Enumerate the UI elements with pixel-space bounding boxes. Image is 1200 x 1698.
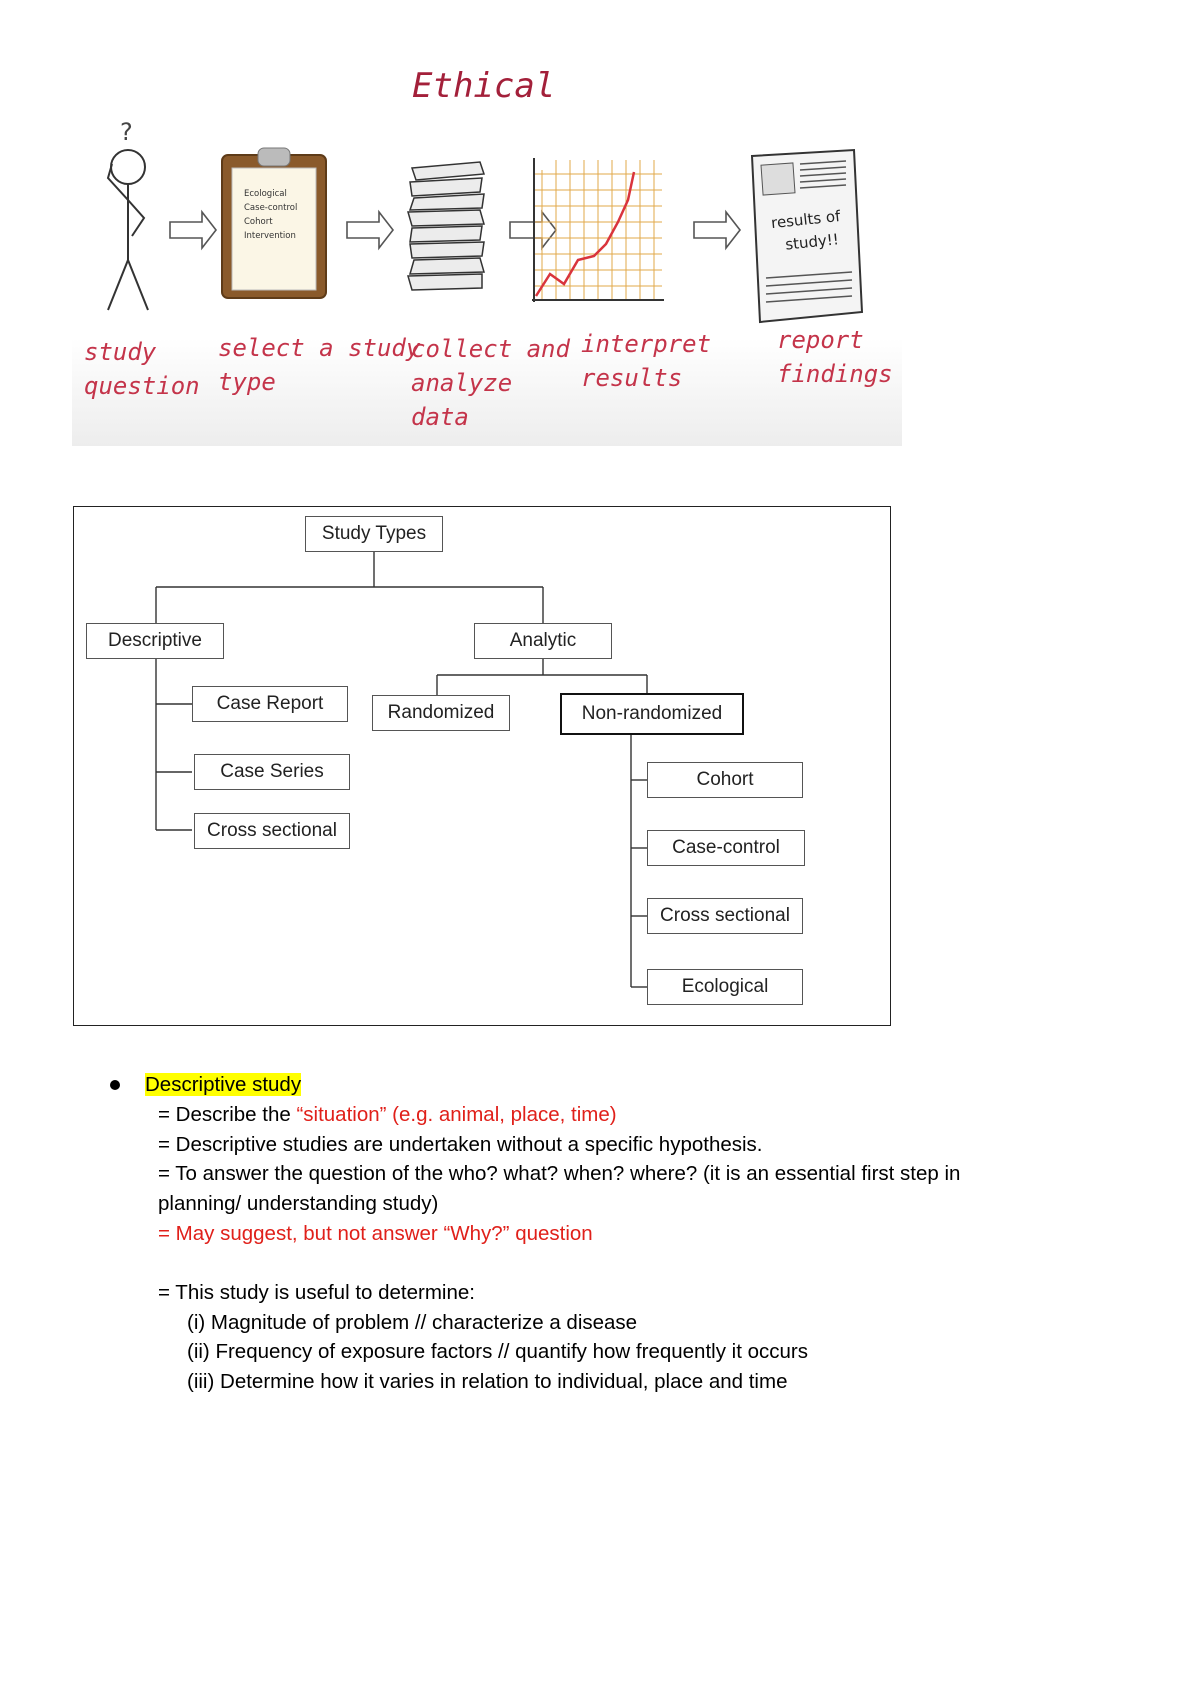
workflow-drawings: ? Ecological Case-control Cohort Interve…	[106, 118, 864, 324]
node-case-report: Case Report	[192, 686, 348, 722]
notes-heading: Descriptive study	[145, 1071, 302, 1099]
node-case-control: Case-control	[647, 830, 805, 866]
node-ecological: Ecological	[647, 969, 803, 1005]
arrow-icon	[346, 209, 395, 251]
step-label-line: question	[84, 372, 200, 400]
newspaper-icon: results of study!!	[750, 148, 864, 324]
notes-line-why: = May suggest, but not answer “Why?” que…	[158, 1222, 593, 1245]
step-interpret-results: interpret results	[581, 327, 711, 395]
node-descriptive: Descriptive	[86, 623, 224, 659]
question-mark: ?	[120, 118, 133, 146]
highlighted-heading: Descriptive study	[145, 1073, 302, 1096]
arrow-icon	[693, 209, 742, 251]
node-non-randomized: Non-randomized	[560, 693, 744, 735]
node-case-series: Case Series	[194, 754, 350, 790]
node-cross-sectional-analytic: Cross sectional	[647, 898, 803, 934]
node-cohort: Cohort	[647, 762, 803, 798]
step-label-line: select a study	[218, 334, 421, 362]
node-randomized: Randomized	[372, 695, 510, 731]
notes-line-hypothesis: = Descriptive studies are undertaken wit…	[158, 1133, 763, 1156]
workflow-title: Ethical	[412, 66, 556, 106]
step-report-findings: report findings	[777, 323, 893, 391]
step-label-line: interpret	[581, 330, 712, 358]
step-label-line: type	[218, 368, 276, 396]
step-label-line: analyze	[411, 369, 513, 397]
step-collect-analyze: collect and analyze data	[411, 332, 570, 434]
results-graph-icon	[532, 158, 664, 302]
notes-list-item: (i) Magnitude of problem // characterize…	[187, 1311, 638, 1334]
notes-list-item: (ii) Frequency of exposure factors // qu…	[187, 1340, 808, 1363]
notes-line-planning: planning/ understanding study)	[158, 1192, 439, 1215]
chart-connectors	[155, 550, 648, 988]
node-cross-sectional-descriptive: Cross sectional	[194, 813, 350, 849]
clipboard-line: Intervention	[244, 231, 296, 241]
step-label-line: report	[777, 326, 864, 354]
newspaper-headline: study!!	[784, 230, 839, 254]
notes-line-describe: = Describe the “situation” (e.g. animal,…	[158, 1101, 617, 1129]
notes-line-useful: = This study is useful to determine:	[158, 1281, 475, 1304]
notes-red-text: “situation” (e.g. animal, place, time)	[296, 1103, 617, 1126]
paper-stack-icon	[407, 161, 486, 291]
step-label-line: results	[581, 364, 683, 392]
notes-text: = Describe the	[158, 1103, 297, 1126]
step-label-line: findings	[777, 360, 893, 388]
arrow-icon	[169, 209, 218, 251]
step-study-question: study question	[84, 335, 200, 403]
node-analytic: Analytic	[474, 623, 612, 659]
clipboard-line: Case-control	[244, 203, 297, 213]
step-label-line: collect and	[411, 335, 570, 363]
study-workflow-illustration: ? Ecological Case-control Cohort Interve…	[72, 60, 902, 446]
step-select-study-type: select a study type	[218, 331, 420, 399]
bullet-icon	[110, 1080, 120, 1090]
study-types-chart: Study Types Descriptive Analytic Case Re…	[73, 506, 891, 1026]
stick-figure-icon	[106, 149, 149, 311]
step-label-line: study	[84, 338, 157, 366]
clipboard-line: Cohort	[244, 217, 273, 227]
clipboard-line: Ecological	[244, 189, 287, 199]
notes-list-item: (iii) Determine how it varies in relatio…	[187, 1370, 788, 1393]
clipboard-icon: Ecological Case-control Cohort Intervent…	[221, 147, 327, 299]
step-label-line: data	[411, 403, 469, 431]
node-study-types: Study Types	[305, 516, 443, 552]
notes-line-who-what: = To answer the question of the who? wha…	[158, 1162, 961, 1185]
